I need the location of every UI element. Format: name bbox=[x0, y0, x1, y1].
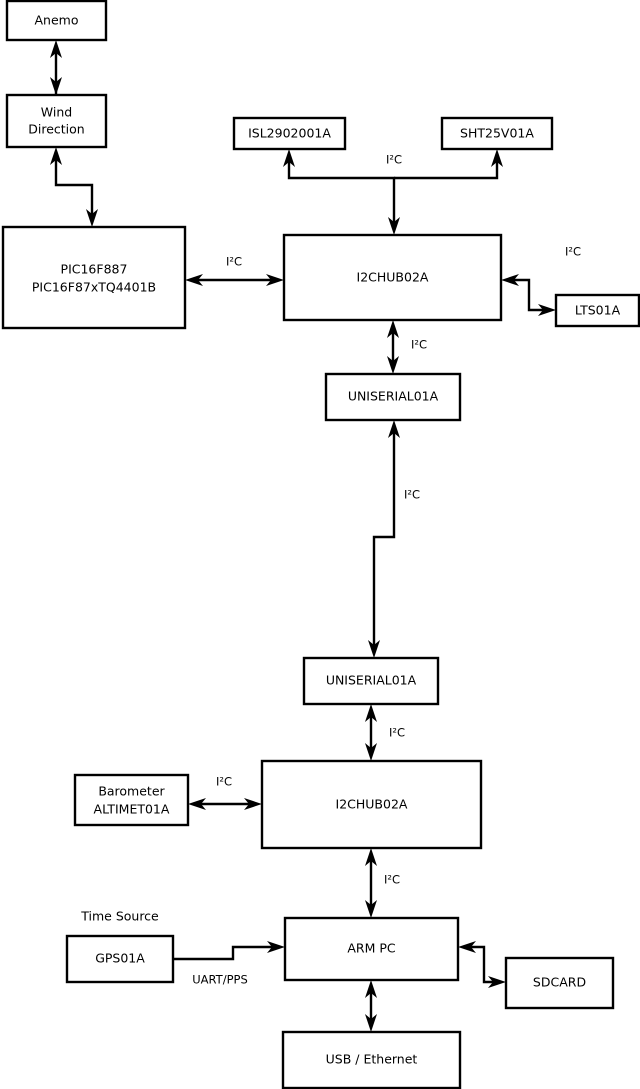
node-label-arm-pc: ARM PC bbox=[347, 941, 396, 956]
node-label-i2chub02a-bottom: I2CHUB02A bbox=[336, 797, 408, 812]
edge-label-hub-isl-sht: I²C bbox=[386, 153, 402, 167]
node-label-pic-line1: PIC16F887 bbox=[61, 262, 128, 277]
arrow-up-icon bbox=[365, 848, 377, 866]
node-label-sdcard: SDCARD bbox=[533, 975, 586, 990]
node-label-i2chub02a-top: I2CHUB02A bbox=[357, 270, 429, 285]
node-label-anemo: Anemo bbox=[35, 13, 79, 28]
arrow-left-icon bbox=[458, 941, 476, 953]
node-barometer[interactable]: Barometer ALTIMET01A bbox=[73, 773, 190, 827]
arrow-up-icon bbox=[283, 149, 295, 167]
node-pic-mcu[interactable]: PIC16F887 PIC16F87xTQ4401B bbox=[1, 225, 187, 330]
node-anemo[interactable]: Anemo bbox=[5, 0, 108, 42]
edge-armpc-sdcard bbox=[458, 941, 506, 988]
edge-hub-uniserial-up: I²C bbox=[387, 320, 427, 374]
node-gps01a[interactable]: GPS01A bbox=[65, 934, 175, 984]
node-usb-ethernet[interactable]: USB / Ethernet bbox=[281, 1030, 462, 1089]
edge-wind-pic bbox=[50, 147, 98, 227]
node-label-isl2902001a: ISL2902001A bbox=[248, 126, 331, 141]
arrow-down-icon bbox=[387, 356, 399, 374]
edge-label-hub-uniserial-up: I²C bbox=[411, 338, 427, 352]
arrow-right-icon bbox=[538, 304, 556, 316]
edge-label-uniserial-hub-bottom: I²C bbox=[389, 726, 405, 740]
edge-gps-armpc: UART/PPS bbox=[173, 941, 285, 987]
arrow-down-icon bbox=[365, 900, 377, 918]
node-label-sht25v01a: SHT25V01A bbox=[460, 126, 534, 141]
arrow-left-icon bbox=[188, 798, 206, 810]
arrow-right-icon bbox=[267, 941, 285, 953]
arrow-down-icon bbox=[388, 217, 400, 235]
arrow-up-icon bbox=[388, 420, 400, 438]
arrow-up-icon bbox=[365, 980, 377, 998]
edge-armpc-usbeth bbox=[365, 980, 377, 1032]
node-label-usb-ethernet: USB / Ethernet bbox=[326, 1052, 418, 1067]
arrow-left-icon bbox=[185, 274, 203, 286]
node-sdcard[interactable]: SDCARD bbox=[504, 956, 615, 1010]
arrow-down-icon bbox=[368, 640, 380, 658]
edge-label-uniserial-uniserial: I²C bbox=[404, 488, 420, 502]
node-i2chub02a-bottom[interactable]: I2CHUB02A bbox=[260, 759, 483, 850]
arrow-down-icon bbox=[86, 209, 98, 227]
arrow-down-icon bbox=[365, 1014, 377, 1032]
arrow-down-icon bbox=[365, 743, 377, 761]
edge-uniserial-uniserial: I²C bbox=[368, 420, 420, 658]
node-label-lts01a: LTS01A bbox=[575, 303, 621, 318]
node-label-pic-line2: PIC16F87xTQ4401B bbox=[32, 280, 156, 295]
time-source-label: Time Source bbox=[80, 909, 159, 924]
node-label-uniserial01a-upper: UNISERIAL01A bbox=[348, 389, 439, 404]
edge-label-gps-armpc: UART/PPS bbox=[192, 973, 248, 987]
edge-label-hub-bottom-armpc: I²C bbox=[384, 873, 400, 887]
edge-pic-hub: I²C bbox=[185, 255, 284, 286]
edge-hub-isl-sht: I²C bbox=[283, 149, 503, 235]
node-sht25v01a[interactable]: SHT25V01A bbox=[440, 116, 554, 151]
node-uniserial01a-lower[interactable]: UNISERIAL01A bbox=[302, 656, 440, 706]
edge-barometer-hub-bottom: I²C bbox=[188, 775, 262, 810]
arrow-up-icon bbox=[50, 147, 62, 165]
edge-label-pic-hub: I²C bbox=[226, 255, 242, 269]
arrow-right-icon bbox=[266, 274, 284, 286]
arrow-left-icon bbox=[501, 274, 519, 286]
node-wind-direction[interactable]: Wind Direction bbox=[5, 93, 108, 149]
arrow-up-icon bbox=[387, 320, 399, 338]
arrow-up-icon bbox=[50, 40, 62, 58]
node-isl2902001a[interactable]: ISL2902001A bbox=[232, 116, 347, 151]
arrow-up-icon bbox=[491, 149, 503, 167]
node-i2chub02a-top[interactable]: I2CHUB02A bbox=[282, 233, 503, 322]
edge-label-hub-lts: I²C bbox=[565, 245, 581, 259]
node-arm-pc[interactable]: ARM PC bbox=[283, 916, 460, 982]
node-label-wind-direction-line2: Direction bbox=[28, 122, 84, 137]
node-label-gps01a: GPS01A bbox=[95, 951, 145, 966]
edge-anemo-wind bbox=[50, 40, 62, 95]
arrow-right-icon bbox=[244, 798, 262, 810]
edge-label-barometer-hub-bottom: I²C bbox=[216, 775, 232, 789]
node-label-barometer-line1: Barometer bbox=[98, 784, 165, 799]
node-uniserial01a-upper[interactable]: UNISERIAL01A bbox=[324, 372, 462, 422]
arrow-up-icon bbox=[365, 704, 377, 722]
node-label-barometer-line2: ALTIMET01A bbox=[94, 802, 170, 817]
edge-uniserial-hub-bottom: I²C bbox=[365, 704, 405, 761]
edge-hub-bottom-armpc: I²C bbox=[365, 848, 400, 918]
arrow-down-icon bbox=[50, 77, 62, 95]
arrow-right-icon bbox=[488, 976, 506, 988]
node-lts01a[interactable]: LTS01A bbox=[554, 293, 640, 328]
node-label-uniserial01a-lower: UNISERIAL01A bbox=[326, 673, 417, 688]
edge-hub-lts: I²C bbox=[501, 245, 581, 316]
node-label-wind-direction-line1: Wind bbox=[41, 105, 72, 120]
